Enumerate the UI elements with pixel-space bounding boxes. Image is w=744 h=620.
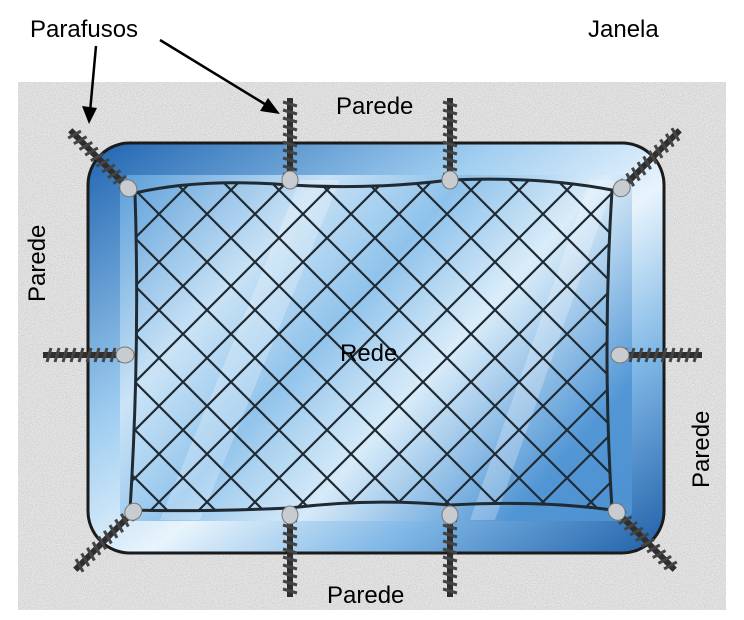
label-net: Rede <box>340 340 398 367</box>
net <box>130 179 612 511</box>
label-wall-right: Parede <box>688 410 715 488</box>
label-wall-left: Parede <box>24 224 51 302</box>
label-screws: Parafusos <box>30 16 139 43</box>
label-wall-top: Parede <box>336 93 414 120</box>
label-wall-bottom: Parede <box>327 582 405 609</box>
arrow-screws-left <box>82 45 98 124</box>
arrow-screws-right <box>159 38 280 114</box>
label-window: Janela <box>588 16 659 43</box>
